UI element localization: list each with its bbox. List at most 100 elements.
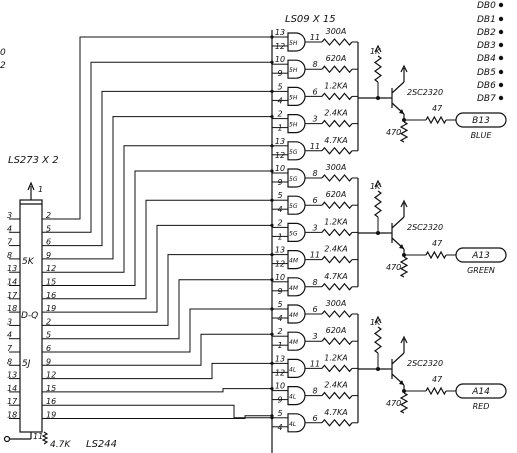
gate-tag: 5H	[289, 94, 298, 101]
gate-pin-a: 13	[275, 137, 285, 146]
junction-dot	[270, 115, 274, 119]
gate-pin-a: 2	[277, 218, 282, 227]
latch-input-pin: 17	[7, 291, 18, 300]
gate-resistor-value: 300A	[326, 163, 347, 172]
latch-route	[42, 116, 272, 260]
data-bus: DB0 DB1 DB2 DB3 DB4 DB5 DB6 DB7	[477, 1, 504, 104]
series-value: 47	[432, 375, 443, 384]
gate-tag: 5H	[289, 122, 298, 129]
junction-dot	[270, 414, 274, 418]
latch-output-pin: 6	[46, 238, 51, 247]
latch-output-pin: 2	[46, 211, 51, 220]
channel-color-label: BLUE	[471, 131, 493, 140]
gate-tag: 4L	[289, 394, 296, 401]
emitter-resistor	[399, 121, 409, 143]
transistor-label: 2SC2320	[407, 88, 443, 97]
latch-route	[42, 254, 272, 326]
latch-output-pin: 9	[46, 251, 51, 260]
gate-pin-a: 5	[277, 409, 282, 418]
gate-tag: 4M	[289, 339, 299, 346]
gate-out-pin: 3	[312, 223, 317, 232]
latch-output-pin: 16	[46, 291, 56, 300]
latch-input-pin: 14	[7, 278, 17, 287]
gate-out-pin: 3	[312, 332, 317, 341]
open-collector-gates: 5H131211300A5H1098620A5H5461.2KA5H2132.4…	[272, 27, 353, 433]
latch-route	[42, 308, 272, 353]
latch-input-pin: 18	[7, 411, 17, 420]
latch-output-pin: 2	[46, 317, 51, 326]
gate-out-pin: 11	[310, 359, 320, 368]
series-resistor	[425, 250, 447, 260]
gate-out-pin: 6	[312, 414, 317, 423]
gate-tag: 5G	[289, 203, 298, 210]
pullup-value: 1K	[370, 182, 381, 191]
latch-output-pin: 5	[46, 331, 51, 340]
gate-tag: 4M	[289, 258, 299, 265]
gate-out-pin: 6	[312, 305, 317, 314]
edge-label-2: 2	[0, 61, 6, 71]
latch-route	[42, 170, 272, 286]
gate-resistor	[321, 337, 353, 346]
latch-route	[42, 224, 272, 313]
gate-tag: 4L	[289, 366, 296, 373]
latch-input-pin: 18	[7, 304, 17, 313]
gate-resistor-value: 2.4KA	[324, 381, 347, 390]
gate-resistor-value: 4.7KA	[324, 136, 347, 145]
bus-label-3: DB3	[477, 41, 496, 51]
bus-label-7: DB7	[477, 94, 496, 104]
bus-label-4: DB4	[477, 54, 496, 64]
latch-input-pin: 7	[7, 238, 13, 247]
emitter-value: 470	[386, 399, 401, 408]
gate-pin-b: 12	[275, 42, 285, 51]
latch-input-pin: 3	[7, 317, 12, 326]
bus-label-0: DB0	[477, 1, 496, 11]
gate-resistor-value: 4.7KA	[324, 408, 347, 417]
latch-input-pin: 13	[7, 264, 17, 273]
gate-pin-a: 2	[277, 110, 282, 119]
connector-label: A14	[471, 387, 490, 397]
gate-pin-a: 2	[277, 327, 282, 336]
edge-label-0: 0	[0, 48, 6, 58]
gate-pin-a: 10	[275, 382, 285, 391]
latch-input-pin: 4	[7, 331, 12, 340]
junction-dot	[270, 169, 274, 173]
gate-pin-b: 9	[277, 396, 282, 405]
gate-resistor-value: 300A	[326, 27, 347, 36]
junction-dot	[270, 60, 274, 64]
latch-route	[42, 404, 272, 419]
pullup-label: 4.7K	[50, 440, 71, 450]
gate-resistor-value: 620A	[326, 54, 347, 63]
gate-pin-b: 9	[277, 178, 282, 187]
gate-resistor	[321, 310, 353, 318]
gate-pin-b: 1	[277, 341, 282, 350]
gate-resistor	[321, 228, 353, 237]
gate-pin-b: 4	[277, 314, 282, 323]
latch-input-pin: 14	[7, 384, 17, 393]
latch-pin-top: 1	[38, 185, 43, 194]
gate-resistor	[321, 418, 353, 427]
latch-route	[42, 333, 272, 366]
data-routes	[42, 30, 274, 453]
gate-pin-a: 5	[277, 191, 282, 200]
gate-out-pin: 6	[312, 87, 317, 96]
latch-input-pin: 13	[7, 371, 17, 380]
gate-resistor-value: 4.7KA	[324, 272, 347, 281]
latch-input-pin: 7	[7, 344, 13, 353]
gate-resistor-value: 300A	[326, 299, 347, 308]
latch-route	[42, 279, 272, 340]
latch-route	[42, 90, 272, 247]
latch-route	[42, 415, 272, 419]
gate-pin-b: 4	[277, 96, 282, 105]
gate-resistor	[321, 391, 353, 400]
gate-tag: 4M	[289, 285, 299, 292]
